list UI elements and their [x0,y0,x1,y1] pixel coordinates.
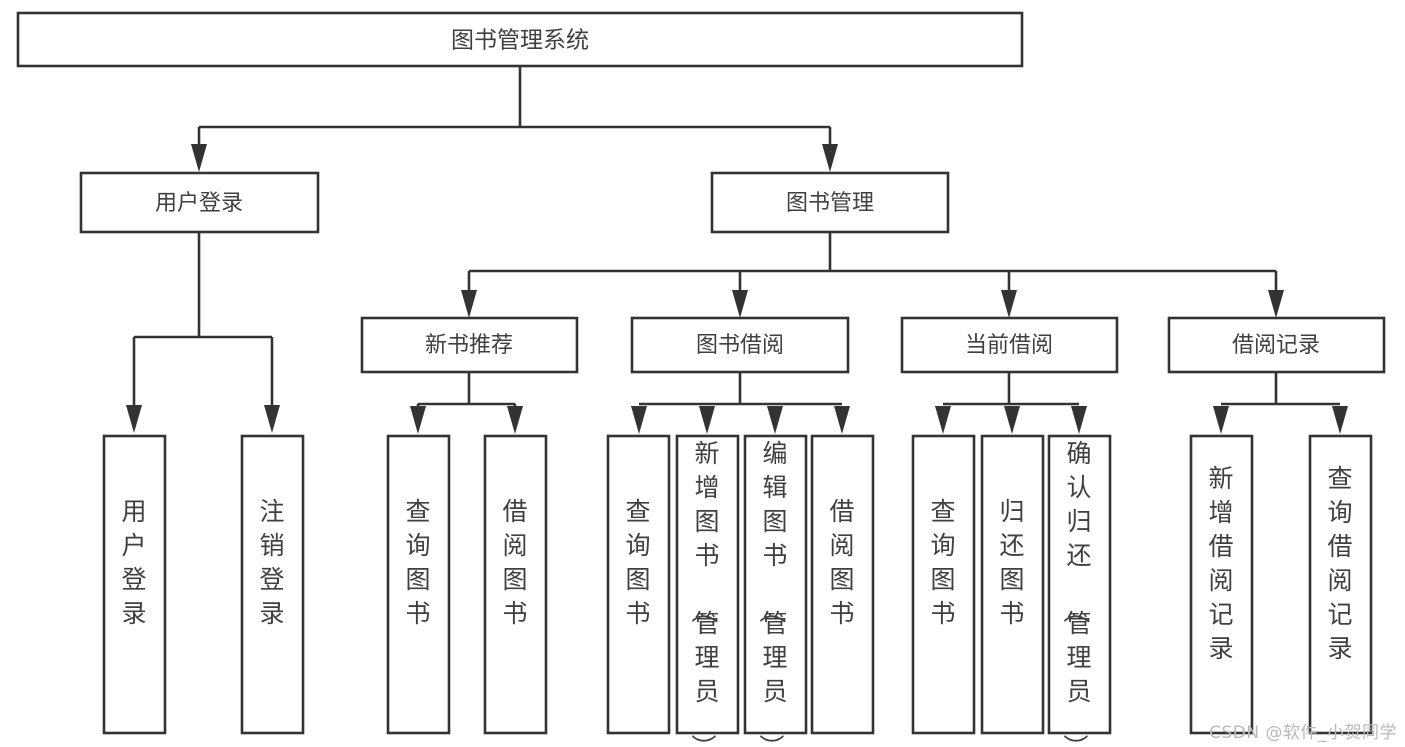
leaf-label: 用户登录 [121,497,146,628]
leaf-box[interactable] [483,434,548,735]
arrow-head-to-bookmgmt [822,144,838,172]
leaf-box[interactable] [675,434,740,735]
arrow-head-bookborrow-leaf-1 [631,406,647,434]
leaf-label: 新增图书（管理员） [688,439,719,747]
leaf-current-borrow-query-book[interactable]: 查询图书 [911,434,976,735]
node-borrow-record[interactable]: 借阅记录 [1167,316,1386,374]
arrow-head-to-userlogin [191,144,207,172]
leaf-book-borrow-query-book[interactable]: 查询图书 [606,434,671,735]
arrow-head-to-currentborrow [1001,290,1017,318]
leaf-label: 归还图书 [999,497,1024,628]
leaf-box[interactable] [980,434,1045,735]
node-new-book-recommend-label: 新书推荐 [425,333,513,358]
arrow-head-newbook-leaf-1 [410,406,426,434]
arrow-head-userlogin-leaf-2 [264,405,280,433]
leaf-label: 确认归还（管理员） [1060,439,1091,747]
node-user-login[interactable]: 用户登录 [79,171,320,234]
node-root-book-management-system[interactable]: 图书管理系统 [16,11,1024,68]
leaf-label: 编辑图书（管理员） [756,439,787,747]
leaf-label: 新增借阅记录 [1208,464,1233,663]
node-current-borrow[interactable]: 当前借阅 [900,316,1119,374]
leaf-box[interactable] [911,434,976,735]
node-book-borrow[interactable]: 图书借阅 [630,316,850,374]
arrow-head-userlogin-leaf-1 [126,405,142,433]
leaf-box[interactable] [1047,434,1112,735]
leaf-box[interactable] [606,434,671,735]
leaf-new-book-query-book[interactable]: 查询图书 [386,434,451,735]
node-book-management-label: 图书管理 [786,191,874,216]
leaf-box[interactable] [1189,434,1254,735]
node-root-label: 图书管理系统 [451,28,589,54]
leaf-borrow-record-query-record[interactable]: 查询借阅记录 [1308,434,1373,735]
leaf-user-login-login[interactable]: 用户登录 [102,434,167,735]
arrow-head-borrowrecord-leaf-2 [1332,406,1348,434]
leaf-box[interactable] [810,434,875,735]
arrow-head-to-bookborrow [732,290,748,318]
leaf-book-borrow-add-book-admin[interactable]: 新增图书（管理员） [675,434,740,747]
leaf-box[interactable] [1308,434,1373,735]
leaf-label: 查询图书 [930,497,955,628]
leaf-label: 查询图书 [625,497,650,628]
arrow-head-bookborrow-leaf-3 [767,406,783,434]
arrow-head-bookborrow-leaf-2 [699,406,715,434]
leaf-borrow-record-add-record[interactable]: 新增借阅记录 [1189,434,1254,735]
arrow-head-newbook-leaf-2 [507,406,523,434]
leaf-current-borrow-return-book[interactable]: 归还图书 [980,434,1045,735]
node-book-management-box[interactable] [710,171,950,234]
leaf-box[interactable] [743,434,808,735]
leaf-box[interactable] [102,434,167,735]
leaf-current-borrow-confirm-return-admin[interactable]: 确认归还（管理员） [1047,434,1112,747]
node-root-box[interactable] [16,11,1024,68]
arrow-head-currentborrow-leaf-3 [1071,406,1087,434]
node-book-management[interactable]: 图书管理 [710,171,950,234]
arrow-head-currentborrow-leaf-2 [1004,406,1020,434]
node-user-login-box[interactable] [79,171,320,234]
node-current-borrow-label: 当前借阅 [965,333,1053,358]
arrow-head-to-newbook [461,290,477,318]
leaf-label: 借阅图书 [829,497,854,628]
leaf-user-login-logout[interactable]: 注销登录 [240,434,305,735]
node-borrow-record-box[interactable] [1167,316,1386,374]
node-new-book-recommend-box[interactable] [360,316,579,374]
leaf-box[interactable] [386,434,451,735]
leaf-box[interactable] [240,434,305,735]
leaf-new-book-borrow-book[interactable]: 借阅图书 [483,434,548,735]
csdn-watermark: CSDN @软件_小贺同学 [1209,723,1397,743]
node-borrow-record-label: 借阅记录 [1232,333,1320,358]
arrow-head-bookborrow-leaf-4 [834,406,850,434]
node-current-borrow-box[interactable] [900,316,1119,374]
node-book-borrow-box[interactable] [630,316,850,374]
node-user-login-label: 用户登录 [155,191,243,216]
arrow-head-currentborrow-leaf-1 [935,406,951,434]
connector-layer [126,66,1348,434]
node-book-borrow-label: 图书借阅 [696,333,784,358]
node-new-book-recommend[interactable]: 新书推荐 [360,316,579,374]
leaf-label: 借阅图书 [502,497,527,628]
arrow-head-to-borrowrecord [1268,290,1284,318]
leaf-label: 查询借阅记录 [1327,464,1352,663]
leaf-book-borrow-edit-book-admin[interactable]: 编辑图书（管理员） [743,434,808,747]
arrow-head-borrowrecord-leaf-1 [1213,406,1229,434]
leaf-label: 注销登录 [259,497,284,628]
leaf-book-borrow-borrow-book[interactable]: 借阅图书 [810,434,875,735]
leaf-label: 查询图书 [405,497,430,628]
